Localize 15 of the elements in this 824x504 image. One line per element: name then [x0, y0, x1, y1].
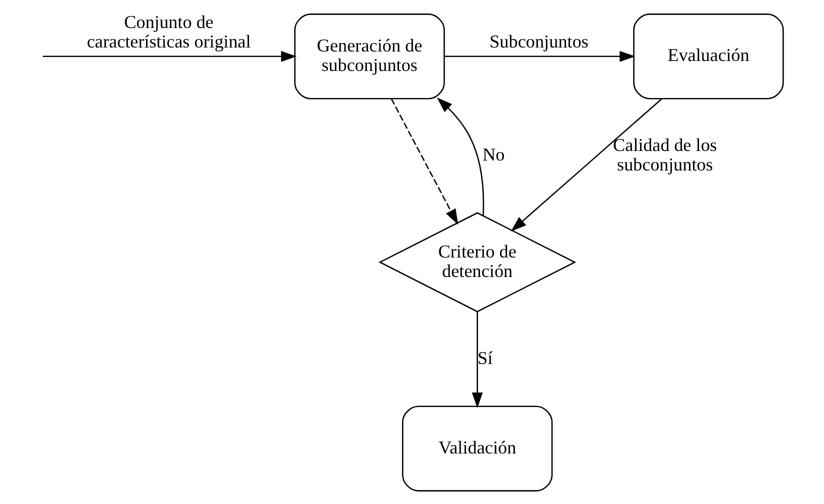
node-box: Validación — [402, 405, 552, 491]
arrow — [510, 98, 662, 231]
node-diamond: Criterio de detención — [378, 212, 576, 312]
edge-label: Sí — [477, 347, 492, 368]
edge-label: Subconjuntos — [489, 31, 588, 52]
arrow — [390, 98, 458, 224]
arrow — [444, 50, 635, 62]
arrow — [436, 97, 484, 215]
arrow — [471, 311, 482, 408]
edge-label: Conjunto de características original — [86, 12, 250, 52]
node-box: Generación de subconjuntos — [294, 13, 444, 99]
edge-label: No — [482, 144, 504, 164]
node-box: Evaluación — [632, 13, 784, 99]
arrow — [42, 50, 296, 62]
edge-label: Calidad de los subconjuntos — [612, 134, 716, 174]
